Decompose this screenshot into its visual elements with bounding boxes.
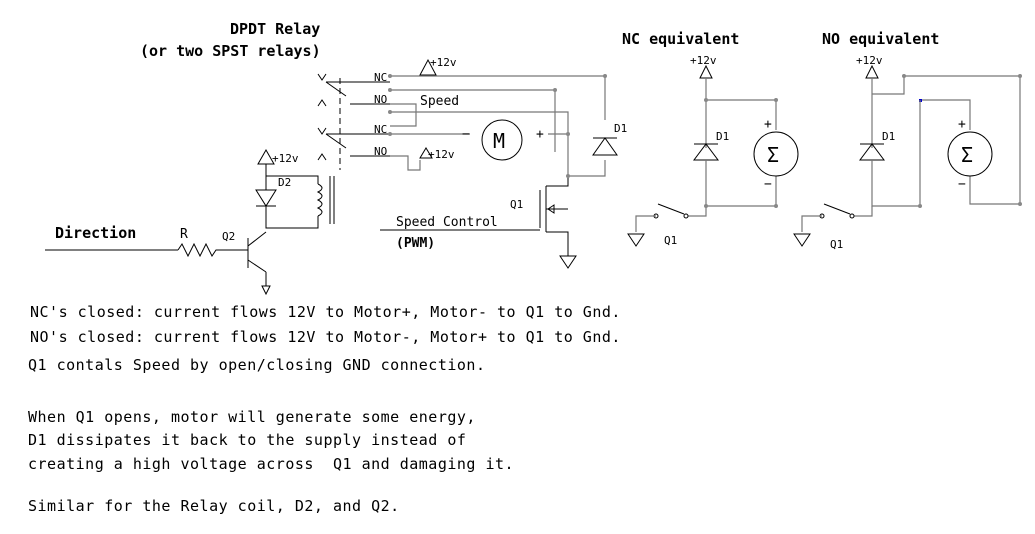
no-equivalent-circuit: +12v D1 Σ + − Q1 <box>793 54 1021 251</box>
ground-icon <box>559 255 577 269</box>
motor-icon <box>481 119 523 161</box>
motor-symbol: M <box>493 129 505 153</box>
diode-icon <box>592 137 618 156</box>
junction-dots <box>388 74 1022 208</box>
supply-arrow-icon <box>699 64 713 79</box>
nc-sigma: Σ <box>767 143 779 167</box>
motor-source-icon <box>947 131 993 177</box>
no-equivalent-title: NO equivalent <box>822 30 939 48</box>
mosfet-q1: Q1 <box>510 176 577 269</box>
nc-equivalent-circuit: +12v D1 Σ + − Q1 <box>627 54 799 247</box>
no-supply-label: +12v <box>856 54 883 67</box>
contact-arrow-icon <box>317 99 327 107</box>
note-q1-speed: Q1 contals Speed by open/closing GND con… <box>28 356 486 374</box>
diode-d2-icon <box>255 189 277 207</box>
resistor-icon <box>177 242 248 258</box>
supply-arrow-icon <box>865 64 879 79</box>
relay-supply-top: +12v <box>419 56 457 76</box>
motor-plus: + <box>536 127 544 142</box>
ground-icon <box>627 233 645 247</box>
q1-label: Q1 <box>510 198 523 211</box>
relay-wiring: Speed +12v <box>390 75 606 177</box>
note-d1-dissipates: D1 dissipates it back to the supply inst… <box>28 431 467 449</box>
coil-supply-label: +12v <box>272 152 299 165</box>
nc-plus: + <box>764 117 772 132</box>
d1-label: D1 <box>614 122 627 135</box>
nc-q1-label: Q1 <box>664 234 677 247</box>
relay-title: DPDT Relay <box>230 20 320 38</box>
contact-nc-2: NC <box>374 123 387 136</box>
coil-icon <box>316 183 323 217</box>
switch-icon <box>823 203 851 215</box>
nc-d1-label: D1 <box>716 130 729 143</box>
no-plus: + <box>958 117 966 132</box>
switch-icon <box>657 203 685 215</box>
speed-label: Speed <box>420 94 459 109</box>
r-label: R <box>180 227 188 242</box>
contact-arrow-icon <box>317 153 327 161</box>
note-nc-closed: NC's closed: current flows 12V to Motor+… <box>30 303 621 321</box>
q2-label: Q2 <box>222 230 235 243</box>
speed-control-label: Speed Control <box>396 215 498 230</box>
direction-label: Direction <box>55 224 136 242</box>
contact-arrow-icon <box>317 127 327 135</box>
diode-d1-main: D1 <box>592 122 627 156</box>
nc-minus: − <box>764 177 772 192</box>
relay-contacts: NC NO NC NO <box>317 71 390 170</box>
pwm-label: (PWM) <box>396 236 435 251</box>
motor: M − + <box>462 119 544 161</box>
note-q1-opens: When Q1 opens, motor will generate some … <box>28 408 476 426</box>
note-no-closed: NO's closed: current flows 12V to Motor-… <box>30 328 621 346</box>
nc-equivalent-title: NC equivalent <box>622 30 739 48</box>
relay-coil: +12v D2 <box>255 148 335 229</box>
motor-minus: − <box>462 127 470 142</box>
supply-arrow-small-icon <box>419 147 433 159</box>
contact-arrow-icon <box>317 73 327 81</box>
supply-label-2: +12v <box>428 148 455 161</box>
contact-nc-1: NC <box>374 71 387 84</box>
transistor-q2: Q2 R Direction <box>45 224 271 296</box>
note-high-voltage: creating a high voltage across Q1 and da… <box>28 455 515 473</box>
no-q1-label: Q1 <box>830 238 843 251</box>
motor-source-icon <box>753 131 799 177</box>
no-d1-label: D1 <box>882 130 895 143</box>
ground-icon <box>261 285 271 296</box>
ground-icon <box>793 233 811 247</box>
contact-no-2: NO <box>374 145 387 158</box>
d2-label: D2 <box>278 176 291 189</box>
no-minus: − <box>958 177 966 192</box>
relay-subtitle: (or two SPST relays) <box>140 42 321 60</box>
no-sigma: Σ <box>961 143 973 167</box>
note-relay-coil: Similar for the Relay coil, D2, and Q2. <box>28 497 400 515</box>
contact-no-1: NO <box>374 93 387 106</box>
supply-label: +12v <box>430 56 457 69</box>
nc-supply-label: +12v <box>690 54 717 67</box>
